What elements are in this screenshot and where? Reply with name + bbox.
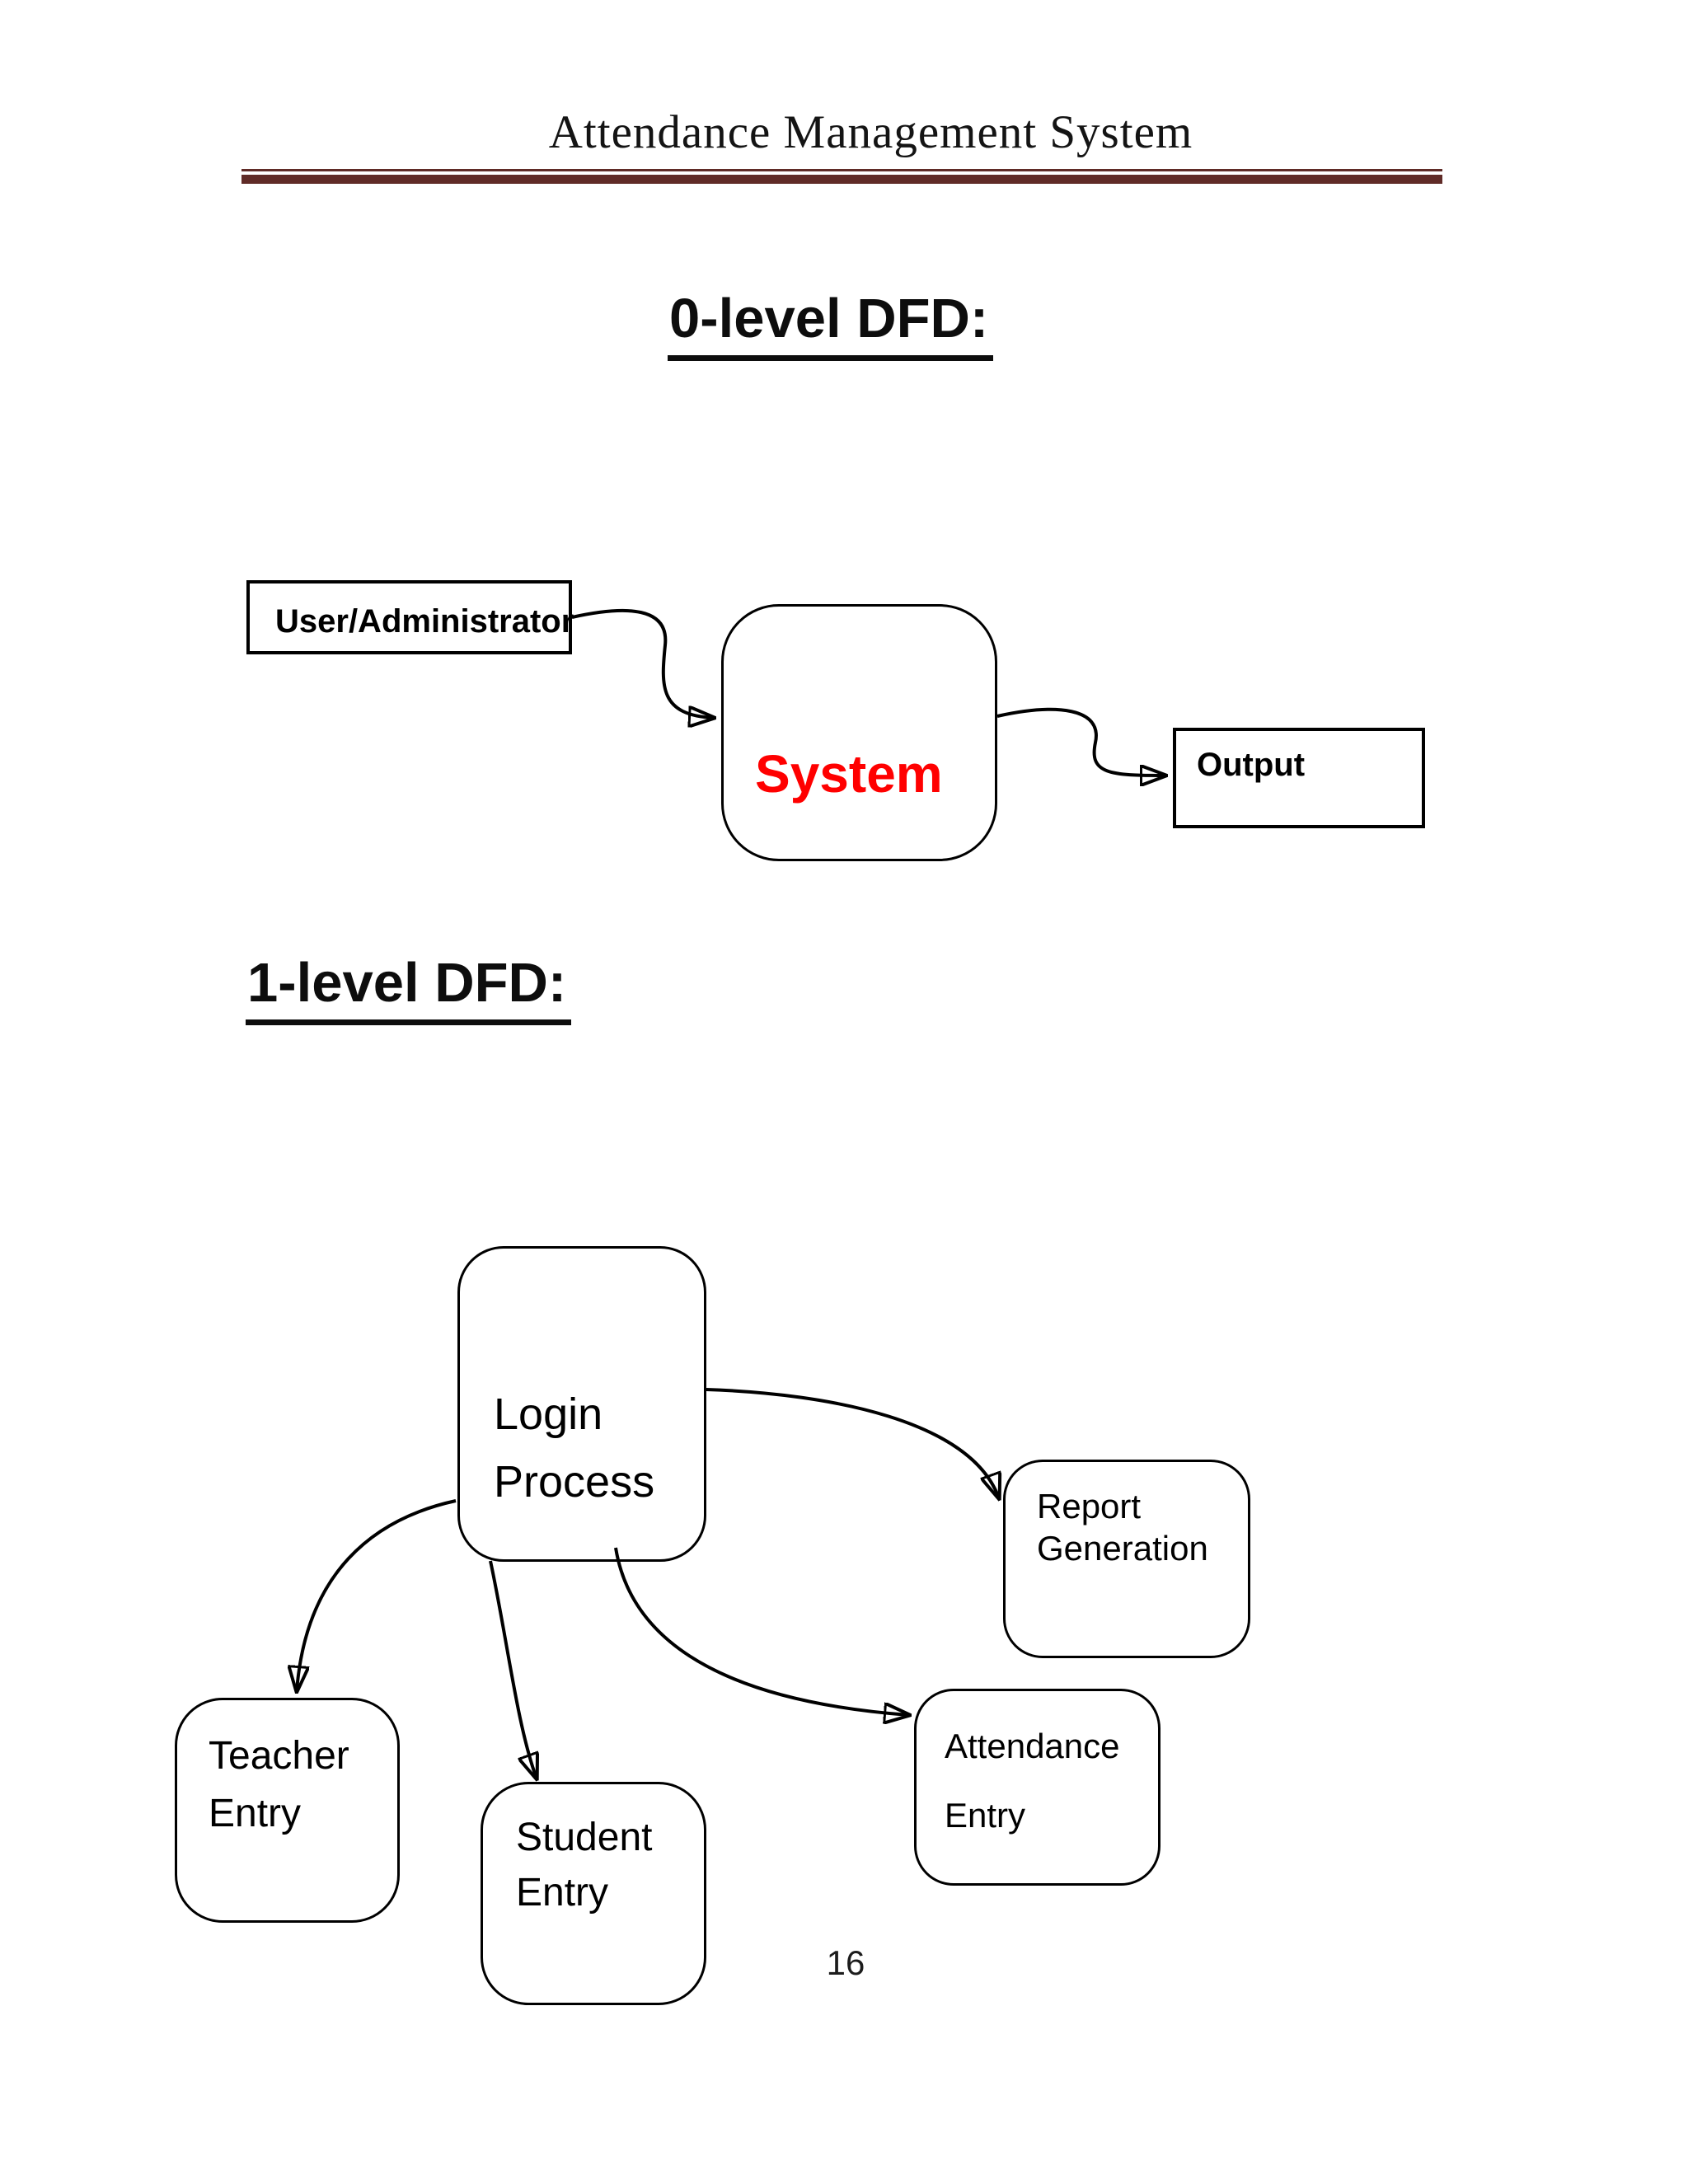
node-attendance-entry-label: Attendance Entry (945, 1712, 1120, 1850)
arrow-system-to-output (996, 707, 1165, 776)
node-system-label: System (755, 744, 943, 804)
document-header-title: Attendance Management System (548, 106, 1193, 158)
node-user-administrator-label: User/Administrator (275, 603, 574, 640)
login-process-line2: Process (494, 1457, 655, 1507)
report-generation-line1: Report (1037, 1487, 1142, 1526)
node-teacher-entry-label: Teacher Entry (209, 1727, 349, 1843)
arrow-login-to-teacher-entry (297, 1499, 457, 1691)
node-teacher-entry: Teacher Entry (175, 1698, 400, 1923)
node-report-generation-label: Report Generation (1037, 1485, 1208, 1569)
arrow-login-to-report-generation (706, 1388, 999, 1498)
arrow-login-to-student-entry (489, 1560, 537, 1779)
login-process-line1: Login (494, 1390, 603, 1439)
teacher-entry-line1: Teacher (209, 1734, 349, 1778)
student-entry-line2: Entry (516, 1871, 609, 1915)
attendance-entry-line2: Entry (945, 1796, 1026, 1835)
node-student-entry-label: Student Entry (516, 1810, 652, 1920)
section-title-0-level-dfd: 0-level DFD: (668, 287, 994, 361)
student-entry-line1: Student (516, 1816, 653, 1859)
report-generation-line2: Generation (1037, 1529, 1208, 1568)
node-student-entry: Student Entry (481, 1782, 706, 2005)
header-divider-thick-line (241, 175, 1442, 184)
arrow-user-admin-to-system (571, 608, 714, 718)
section-title-1-level-dfd: 1-level DFD: (246, 951, 572, 1025)
header-divider-thin-line (241, 169, 1442, 171)
node-output: Output (1173, 728, 1425, 828)
teacher-entry-line2: Entry (209, 1792, 302, 1835)
attendance-entry-line1: Attendance (945, 1727, 1120, 1765)
node-user-administrator: User/Administrator (246, 580, 574, 654)
page-number: 16 (826, 1943, 865, 1982)
node-system: System (721, 604, 997, 861)
node-login-process: Login Process (457, 1246, 706, 1562)
node-report-generation: Report Generation (1003, 1460, 1250, 1658)
arrow-login-to-attendance-entry (614, 1547, 909, 1715)
node-output-label: Output (1197, 747, 1306, 783)
node-attendance-entry: Attendance Entry (914, 1689, 1160, 1886)
node-login-process-label: Login Process (494, 1380, 654, 1516)
